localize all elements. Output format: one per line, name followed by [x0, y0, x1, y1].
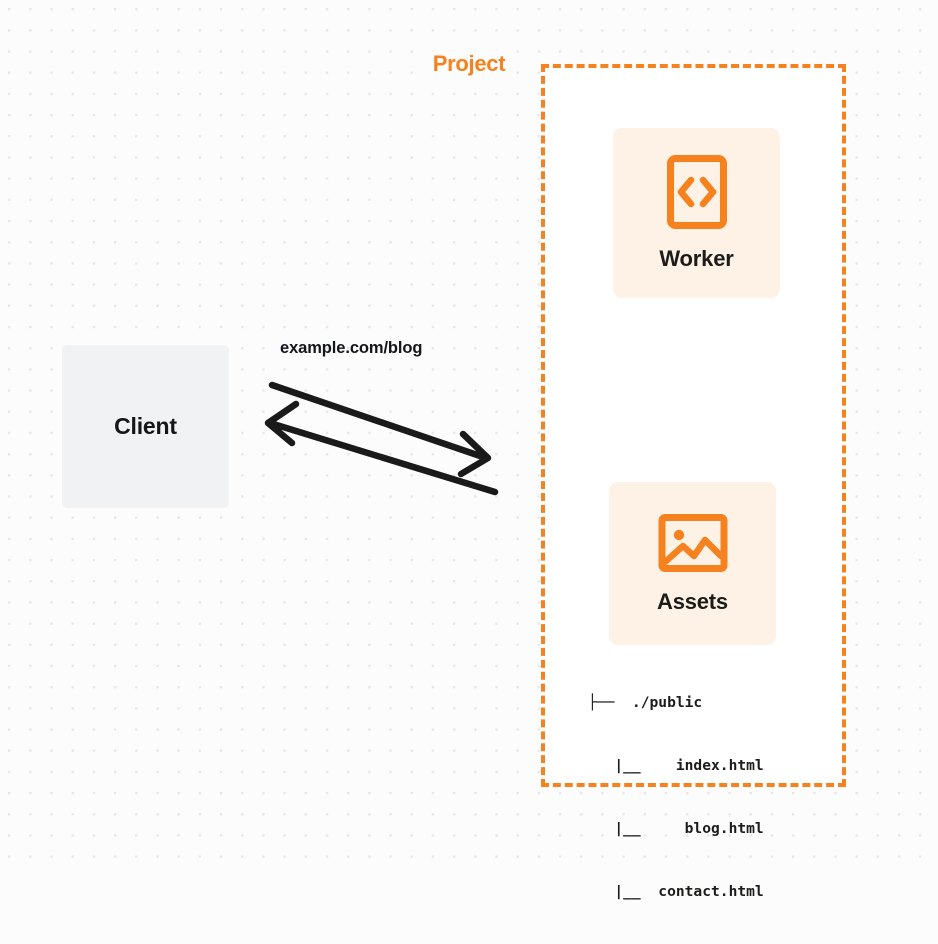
- file-tree-row-public: ├── ./public: [588, 694, 703, 711]
- client-node[interactable]: Client: [62, 345, 229, 508]
- request-url-label: example.com/blog: [280, 339, 423, 357]
- assets-card[interactable]: Assets: [609, 482, 776, 645]
- code-file-icon: [666, 154, 728, 230]
- assets-card-label: Assets: [657, 588, 728, 614]
- response-arrow: [264, 400, 499, 496]
- image-icon: [658, 513, 728, 573]
- client-node-label: Client: [114, 413, 177, 439]
- file-tree-row-blog: |__ blog.html: [588, 820, 764, 837]
- worker-card[interactable]: Worker: [613, 128, 780, 298]
- request-arrow: [268, 381, 492, 478]
- file-tree-row-contact: |__ contact.html: [588, 883, 764, 900]
- diagram-canvas: Client example.com/blog Project Worker: [0, 0, 938, 900]
- file-tree-row-index: |__ index.html: [588, 757, 764, 774]
- project-title: Project: [423, 51, 515, 77]
- assets-file-tree: ├── ./public |__ index.html |__ blog.htm…: [588, 650, 764, 944]
- worker-card-label: Worker: [659, 246, 734, 271]
